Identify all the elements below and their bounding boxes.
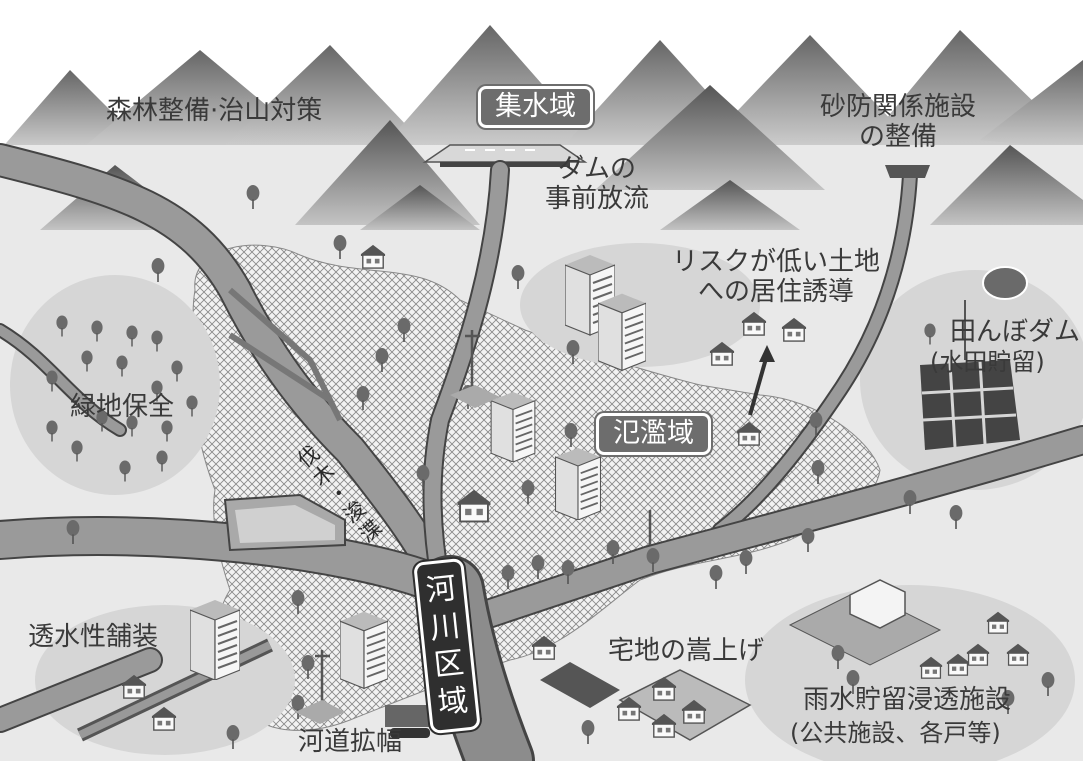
vertical-char: 域	[436, 682, 470, 721]
permeable-pavement-label: 透水性舗装	[28, 622, 159, 652]
green-zone	[10, 275, 220, 495]
school	[788, 579, 942, 666]
dam-pre-release-label: ダムの 事前放流	[545, 154, 650, 214]
relocation-label: リスクが低い土地 への居住誘導	[672, 247, 881, 307]
rainwater-facility-label: 雨水貯留浸透施設	[803, 685, 1012, 715]
channel-widening-label: 河道拡幅	[298, 727, 403, 757]
rainwater-facility-sub-label: (公共施設、各戸等)	[790, 719, 1001, 747]
mountains-front	[40, 85, 1083, 230]
vertical-char: 河	[424, 570, 458, 609]
sabo-facility-label: 砂防関係施設 の整備	[820, 92, 977, 152]
paddy-fields	[920, 266, 1028, 450]
paddy-dam-label: 田んぼダム	[950, 317, 1081, 347]
green-conservation-label: 緑地保全	[70, 392, 175, 422]
paddy-dam-sub-label: (水田貯留)	[930, 348, 1045, 376]
catchment-area-label: 集水域	[478, 86, 593, 129]
forest-maintenance-label: 森林整備·治山対策	[106, 96, 323, 126]
land-raising-label: 宅地の嵩上げ	[608, 636, 765, 666]
vertical-char: 区	[432, 645, 466, 684]
floodplain-label: 氾濫域	[596, 413, 711, 456]
vertical-char: 川	[428, 608, 462, 647]
